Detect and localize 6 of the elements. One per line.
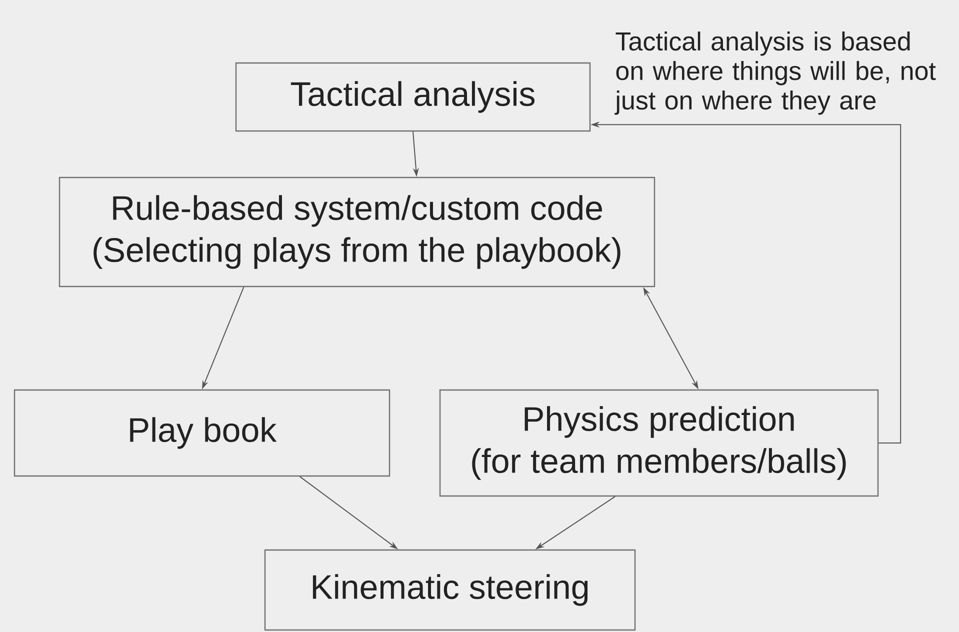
- process-box: Tactical analysis: [235, 62, 591, 132]
- edge-label: Tactical analysis is based on where things will be, not just on where they are: [614, 30, 948, 116]
- process-box: Rule-based system/custom code (Selecting plays from the playbook): [58, 176, 656, 288]
- process-box: Play book: [14, 389, 390, 477]
- process-box: Physics prediction (for team members/balls): [439, 389, 879, 497]
- process-box: Kinematic steering: [264, 549, 636, 631]
